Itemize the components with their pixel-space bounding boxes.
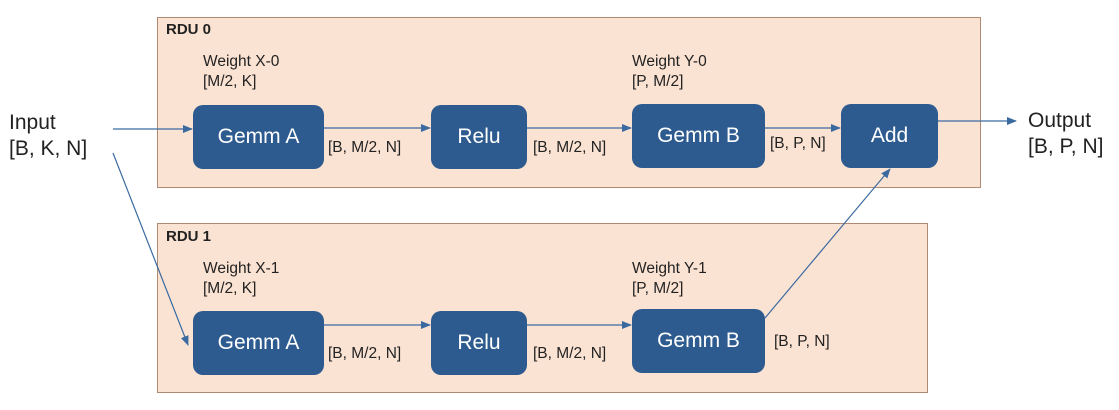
rdu-1-weight-x-name: Weight X-1 — [203, 260, 280, 277]
rdu-0-weight-y-name: Weight Y-0 — [632, 53, 707, 70]
add-node: Add — [841, 104, 938, 168]
output-title: Output — [1028, 109, 1092, 132]
edge-input-to-gemm-a-1 — [112, 152, 189, 346]
rdu-1-weight-y-shape: [P, M/2] — [632, 280, 684, 298]
rdu-0-label: RDU 0 — [166, 21, 212, 38]
output-shape: [B, P, N] — [1028, 135, 1104, 159]
rdu-0-weight-x: Weight X-0 [M/2, K] — [203, 52, 279, 92]
rdu-0-relu-node: Relu — [431, 105, 527, 169]
rdu-1-gemm-b-node: Gemm B — [632, 309, 765, 373]
rdu-0-weight-y-shape: [P, M/2] — [632, 73, 684, 91]
rdu-0-weight-x-name: Weight X-0 — [203, 53, 280, 70]
input-label: Input [B, K, N] — [9, 110, 87, 163]
edge-gemm-b-1-to-add — [764, 168, 891, 319]
rdu-1-weight-x: Weight X-1 [M/2, K] — [203, 259, 279, 299]
rdu-0-dim-relu-b: [B, M/2, N] — [533, 139, 607, 156]
output-label: Output [B, P, N] — [1028, 108, 1103, 161]
input-shape: [B, K, N] — [9, 137, 88, 161]
rdu-0-dim-b-add: [B, P, N] — [770, 135, 826, 152]
rdu-1-dim-a-relu: [B, M/2, N] — [328, 345, 402, 362]
rdu-1-weight-y: Weight Y-1 [P, M/2] — [632, 259, 707, 299]
rdu-1-relu-node: Relu — [431, 311, 527, 375]
rdu-1-label: RDU 1 — [166, 228, 212, 245]
rdu-0-weight-x-shape: [M/2, K] — [203, 73, 257, 91]
rdu-0-dim-a-relu: [B, M/2, N] — [328, 139, 402, 156]
input-title: Input — [9, 111, 56, 134]
rdu-1-weight-y-name: Weight Y-1 — [632, 260, 707, 277]
rdu-1-weight-x-shape: [M/2, K] — [203, 280, 257, 298]
rdu-1-gemm-a-node: Gemm A — [193, 311, 324, 375]
rdu-0-weight-y: Weight Y-0 [P, M/2] — [632, 52, 707, 92]
rdu-1-dim-b-out: [B, P, N] — [774, 333, 830, 350]
rdu-1-dim-relu-b: [B, M/2, N] — [533, 345, 607, 362]
rdu-0-gemm-b-node: Gemm B — [632, 104, 765, 168]
rdu-0-gemm-a-node: Gemm A — [193, 105, 324, 169]
